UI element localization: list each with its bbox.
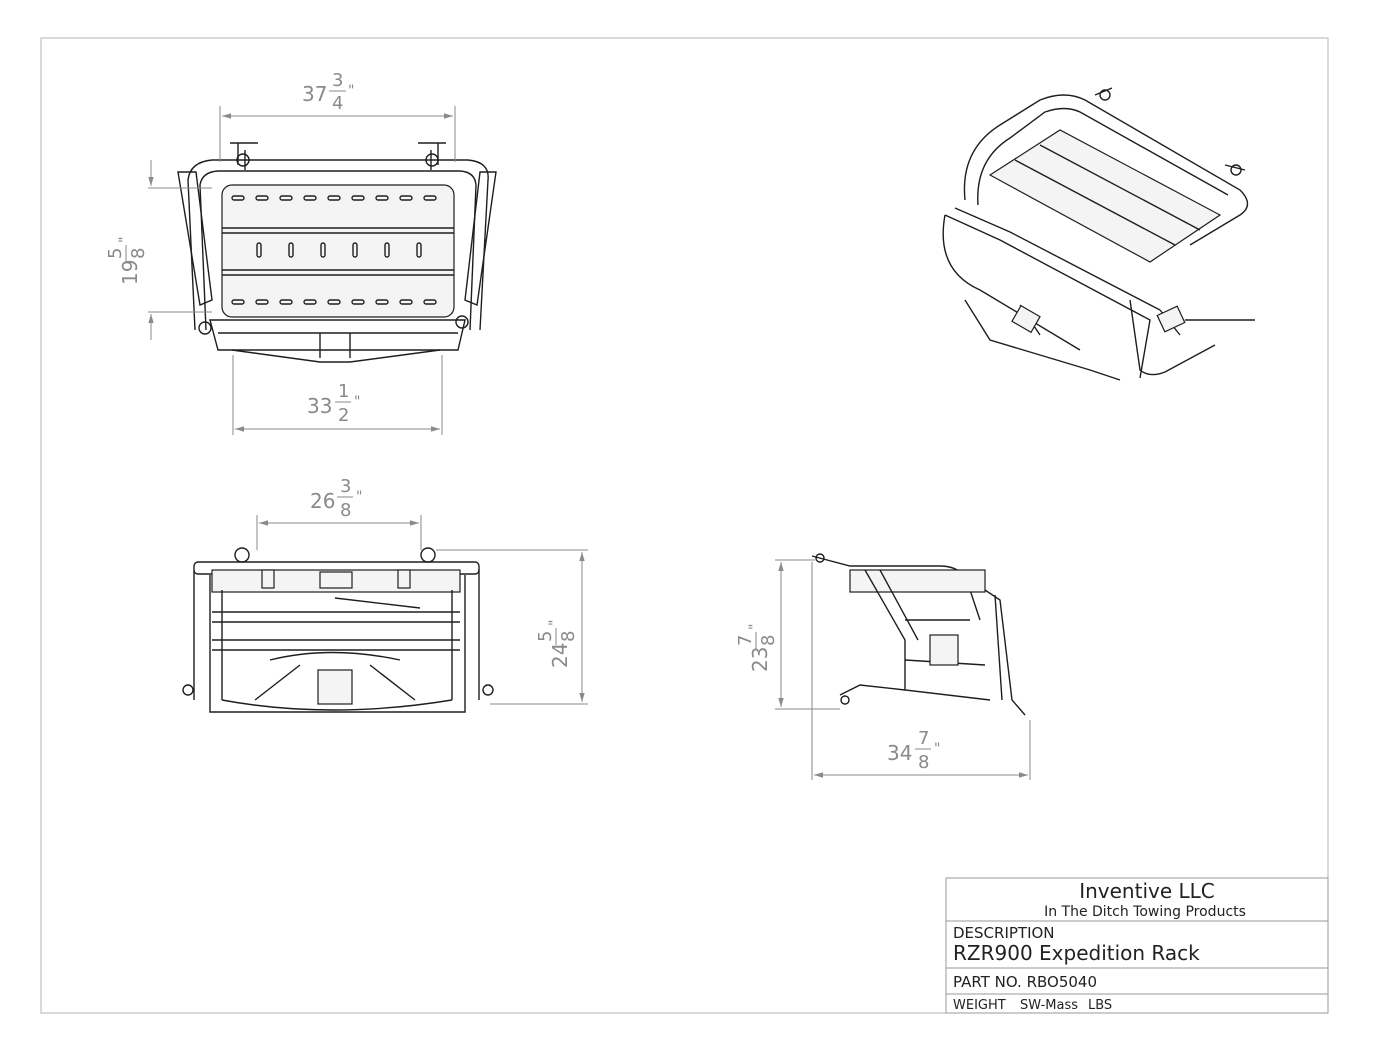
side-height-num: 7	[735, 635, 756, 646]
deck-slot	[231, 195, 245, 201]
deck-slot	[399, 299, 413, 305]
side-height-den: 8	[758, 635, 779, 646]
top-depth-whole: 19	[118, 260, 142, 285]
weight-unit: LBS	[1088, 998, 1112, 1013]
weight-label: WEIGHT	[953, 998, 1006, 1013]
company-tagline: In The Ditch Towing Products	[1044, 904, 1246, 920]
side-width-den: 8	[918, 752, 929, 773]
top-depth-num: 5	[105, 248, 126, 259]
deck-slot	[416, 242, 422, 258]
deck-slot	[352, 242, 358, 258]
front-width-dimension: 26 3 8 "	[256, 476, 422, 550]
front-height-whole: 24	[548, 643, 572, 668]
top-lower-num: 1	[338, 381, 349, 402]
top-depth-dimension: 19 5 8 "	[105, 160, 212, 340]
side-height-whole: 23	[748, 647, 772, 672]
side-height-unit: "	[747, 624, 763, 630]
deck-slot	[279, 195, 293, 201]
deck-slot	[399, 195, 413, 201]
front-width-unit: "	[356, 489, 362, 505]
top-depth-unit: "	[117, 237, 133, 243]
title-block: Inventive LLC In The Ditch Towing Produc…	[945, 877, 1329, 1014]
top-depth-den: 8	[128, 248, 149, 259]
side-width-num: 7	[918, 728, 929, 749]
front-width-whole: 26	[310, 489, 335, 513]
front-width-num: 3	[340, 476, 351, 497]
side-width-dimension: 34 7 8 "	[811, 562, 1031, 780]
deck-slot	[327, 299, 341, 305]
deck-slot	[327, 195, 341, 201]
description-value: RZR900 Expedition Rack	[953, 941, 1200, 965]
top-width-dimension: 37 3 4 "	[219, 70, 456, 162]
side-view	[811, 553, 1026, 716]
deck-slot	[320, 242, 326, 258]
deck-slot	[384, 242, 390, 258]
front-width-den: 8	[340, 500, 351, 521]
front-view	[182, 547, 494, 713]
deck-slot	[375, 195, 389, 201]
isometric-view	[942, 87, 1255, 381]
top-width-whole: 37	[302, 82, 327, 106]
sheet-border	[40, 37, 1329, 1014]
deck-slot	[423, 195, 437, 201]
company-name: Inventive LLC	[1079, 879, 1215, 903]
top-width-num: 3	[332, 70, 343, 91]
deck-slot	[351, 195, 365, 201]
deck-slot	[255, 299, 269, 305]
top-width-unit: "	[348, 83, 354, 99]
deck-slot	[303, 195, 317, 201]
side-width-unit: "	[934, 741, 940, 757]
deck-slot	[423, 299, 437, 305]
description-label: DESCRIPTION	[953, 924, 1055, 942]
front-height-num: 5	[535, 631, 556, 642]
deck-slot	[256, 242, 262, 258]
deck-slot	[351, 299, 365, 305]
top-lower-whole: 33	[307, 394, 332, 418]
top-lower-den: 2	[338, 405, 349, 426]
part-number: PART NO. RBO5040	[953, 973, 1097, 991]
deck-slot	[279, 299, 293, 305]
side-width-whole: 34	[887, 741, 912, 765]
weight-value: SW-Mass	[1020, 998, 1078, 1013]
top-lower-unit: "	[354, 394, 360, 410]
deck-slot	[231, 299, 245, 305]
top-lower-dimension: 33 1 2 "	[232, 355, 443, 435]
deck-slot	[375, 299, 389, 305]
front-height-dimension: 24 5 8 "	[436, 549, 588, 705]
front-height-den: 8	[558, 631, 579, 642]
deck-slot	[288, 242, 294, 258]
side-height-dimension: 23 7 8 "	[735, 559, 840, 710]
front-height-unit: "	[547, 620, 563, 626]
top-width-den: 4	[332, 93, 343, 114]
top-view	[177, 142, 497, 363]
deck-slot	[255, 195, 269, 201]
deck-slot	[303, 299, 317, 305]
